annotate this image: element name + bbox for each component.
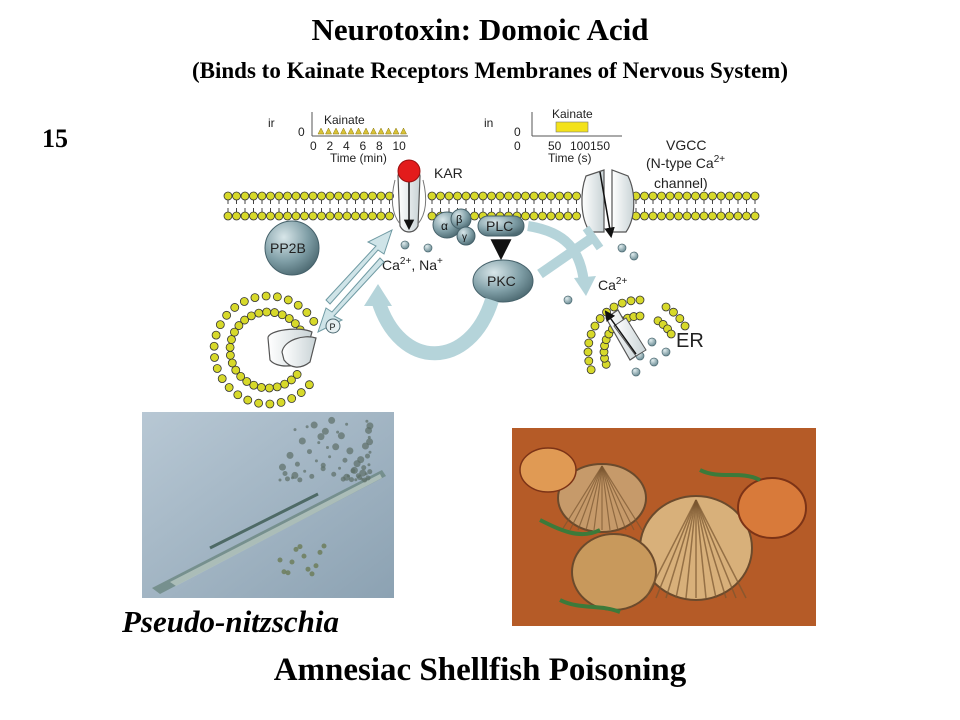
er-calcium-release-arrow (604, 310, 637, 355)
kar-label: KAR (434, 165, 463, 181)
inset-right-tick-label: 0 (514, 139, 521, 153)
inset-right-tick-label: 100 (570, 139, 590, 153)
inset-right-tick-label: 50 (548, 139, 562, 153)
pkc-feedback-arrowhead (364, 284, 392, 306)
kar-receptor (391, 169, 427, 233)
kainate-bound-marker (397, 159, 421, 183)
er-label: ER (676, 330, 704, 352)
pkc-label: PKC (487, 273, 516, 289)
pkc-to-vgcc-inhibition (537, 233, 595, 279)
main-caption: Amnesiac Shellfish Poisoning (273, 652, 687, 688)
inset-right-y-tick: 0 (514, 125, 521, 139)
inset-left-label: Kainate (324, 113, 365, 127)
g-protein: α β γ (432, 208, 476, 246)
vgcc-channel-label: channel) (654, 175, 708, 191)
inset-right-tick-label: 150 (590, 139, 610, 153)
pseudo-nitzschia-micrograph (142, 412, 394, 598)
inset-left-tick-label: 0 (310, 139, 317, 153)
inset-left-tick-label: 4 (343, 139, 350, 153)
ca-er-label: Ca2+ (598, 276, 627, 293)
pp2b-enzyme (264, 220, 320, 276)
vgcc-type-label: (N-type Ca2+ (646, 154, 725, 171)
phosphate-label: P (330, 322, 336, 332)
inset-left-y-tick: 0 (298, 125, 305, 139)
slide-number: 15 (42, 124, 68, 153)
vgcc-ion-flux-arrow (599, 171, 615, 239)
inset-left-axis-letter: ir (268, 116, 275, 130)
inset-right-x-label: Time (s) (548, 151, 592, 165)
pp2b-label: PP2B (270, 240, 306, 256)
shell-ribs (561, 465, 747, 599)
g-gamma-label: γ (462, 232, 467, 243)
inset-left-x-label: Time (min) (330, 151, 387, 165)
internalized-receptor: P (267, 318, 341, 368)
g-alpha-label: α (441, 219, 448, 233)
kainate-application-bar (555, 121, 589, 133)
vgcc-inhibition-bar (582, 225, 604, 251)
inset-left-tick-label: 10 (393, 139, 407, 153)
micrograph-debris (277, 416, 374, 577)
plc-label: PLC (486, 218, 513, 234)
vgcc-label: VGCC (666, 137, 706, 153)
pkc-feedback-arrow (371, 297, 499, 361)
slide-subtitle: (Binds to Kainate Receptors Membranes of… (191, 58, 788, 83)
receptor-trafficking-arrows (317, 229, 393, 333)
g-beta-label: β (456, 214, 462, 226)
plc-enzyme (477, 215, 525, 237)
ca-na-ions-label: Ca2+, Na+ (382, 256, 443, 273)
kainate-pulse-markers (317, 127, 407, 135)
plc-to-er-arrow (527, 221, 589, 283)
slide-title: Neurotoxin: Domoic Acid (311, 12, 649, 47)
er-channel (604, 309, 647, 361)
vgcc-channel (581, 169, 635, 239)
inset-left-tick-label: 8 (376, 139, 383, 153)
inset-left-tick-label: 2 (327, 139, 334, 153)
inset-right-axis-letter: in (484, 116, 493, 130)
ion-particles (400, 240, 671, 377)
shellfish-photo (512, 428, 816, 626)
species-caption: Pseudo-nitzschia (122, 604, 340, 639)
phosphate-marker (325, 318, 341, 334)
inset-left-tick-label: 6 (360, 139, 367, 153)
plc-to-er-arrowhead (574, 276, 596, 296)
pkc-enzyme (472, 259, 534, 303)
endocytic-vesicle (209, 291, 319, 409)
inset-right-label: Kainate (552, 107, 593, 121)
